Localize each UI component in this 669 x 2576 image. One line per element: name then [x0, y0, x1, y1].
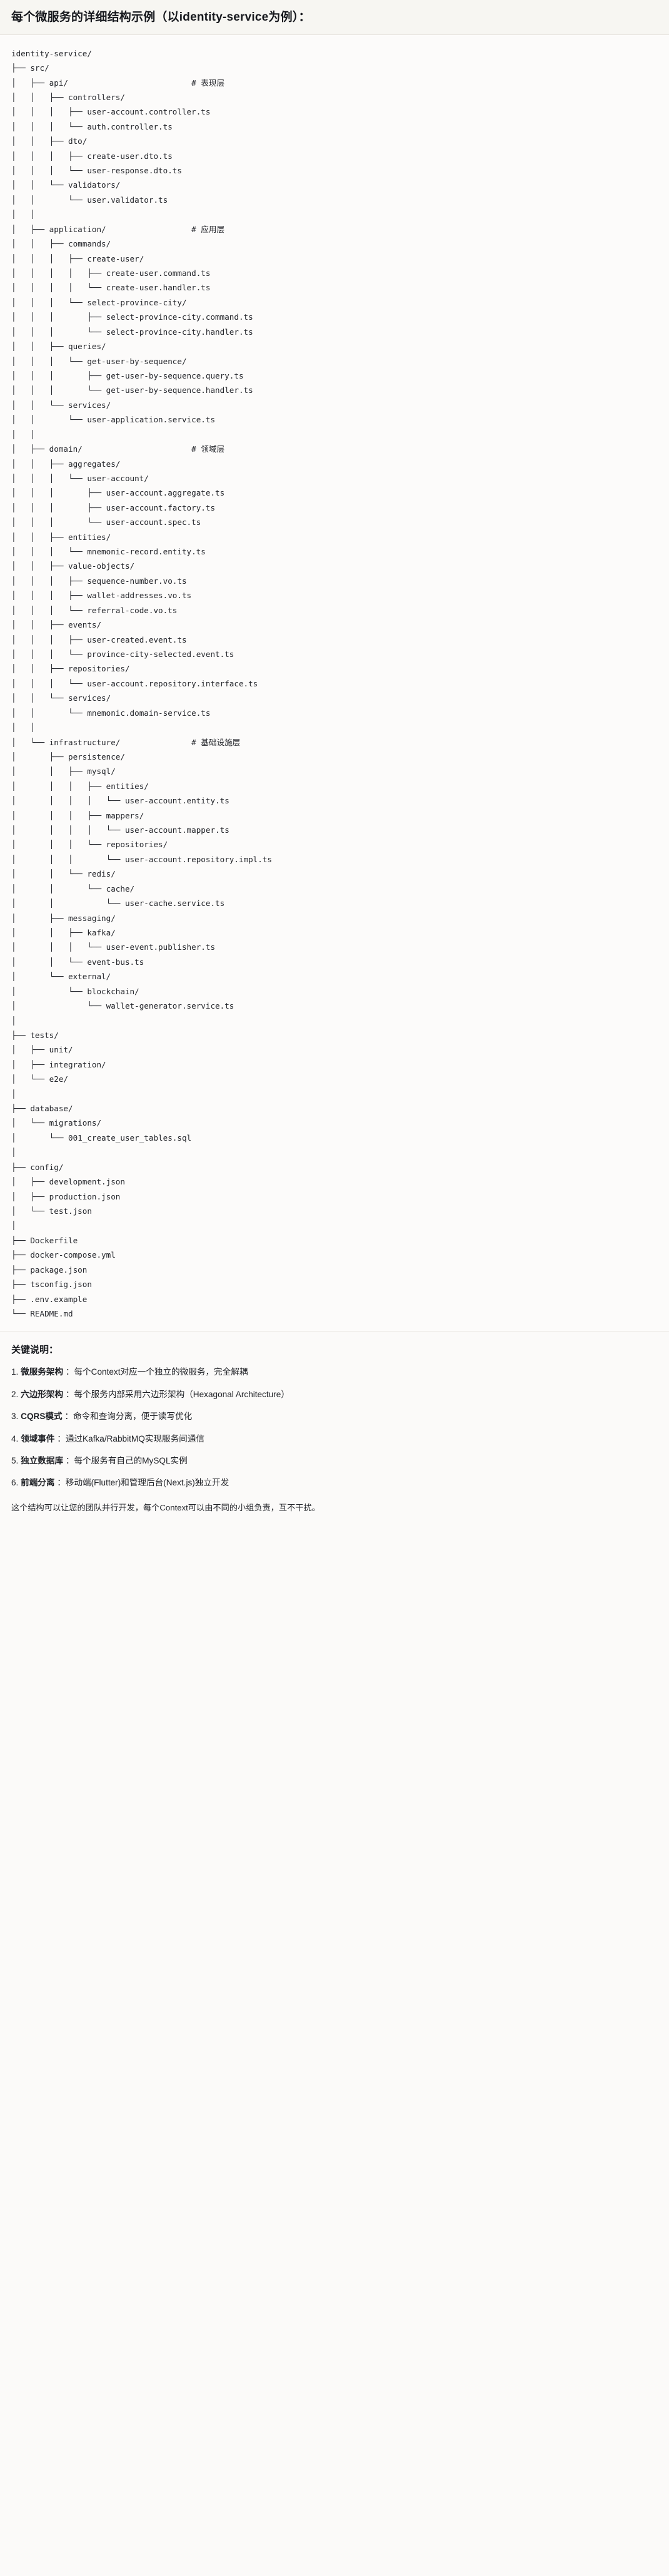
- list-item: 2. 六边形架构 ：每个服务内部采用六边形架构（Hexagonal Archit…: [11, 1388, 658, 1401]
- note-index: 5.: [11, 1455, 19, 1465]
- closing-paragraph: 这个结构可以让您的团队并行开发，每个Context可以由不同的小组负责，互不干扰…: [11, 1502, 320, 1512]
- key-notes-list: 1. 微服务架构 ：每个Context对应一个独立的微服务，完全解耦 2. 六边…: [11, 1366, 658, 1489]
- list-item: 6. 前端分离 ：移动端(Flutter)和管理后台(Next.js)独立开发: [11, 1477, 658, 1489]
- directory-tree-block: identity-service/ ├── src/ │ ├── api/ # …: [0, 34, 669, 1332]
- note-term: 微服务架构: [21, 1367, 64, 1377]
- list-item: 1. 微服务架构 ：每个Context对应一个独立的微服务，完全解耦: [11, 1366, 658, 1378]
- note-term: CQRS模式: [21, 1412, 63, 1422]
- note-term: 独立数据库: [21, 1455, 64, 1465]
- note-index: 3.: [11, 1412, 19, 1422]
- note-index: 1.: [11, 1367, 19, 1377]
- key-notes-section: 关键说明： 1. 微服务架构 ：每个Context对应一个独立的微服务，完全解耦…: [0, 1331, 669, 1528]
- list-item: 3. CQRS模式 ：命令和查询分离，便于读写优化: [11, 1410, 658, 1423]
- page-title: 每个微服务的详细结构示例（以identity-service为例）：: [11, 11, 311, 24]
- note-index: 6.: [11, 1478, 19, 1488]
- note-index: 2.: [11, 1389, 19, 1399]
- page-header: 每个微服务的详细结构示例（以identity-service为例）：: [0, 0, 669, 35]
- note-desc: ：命令和查询分离，便于读写优化: [64, 1412, 193, 1422]
- directory-tree-text: identity-service/ ├── src/ │ ├── api/ # …: [11, 48, 273, 1318]
- note-desc: ：移动端(Flutter)和管理后台(Next.js)独立开发: [57, 1478, 229, 1488]
- note-desc: ：每个Context对应一个独立的微服务，完全解耦: [65, 1367, 248, 1377]
- note-index: 4.: [11, 1433, 19, 1443]
- note-term: 六边形架构: [21, 1389, 64, 1399]
- note-desc: ：每个服务内部采用六边形架构（Hexagonal Architecture）: [65, 1389, 289, 1399]
- note-term: 领域事件: [21, 1433, 55, 1443]
- note-desc: ：通过Kafka/RabbitMQ实现服务间通信: [57, 1433, 204, 1443]
- note-desc: ：每个服务有自己的MySQL实例: [65, 1455, 188, 1465]
- key-notes-heading: 关键说明：: [11, 1345, 59, 1356]
- page-root: 每个微服务的详细结构示例（以identity-service为例）： ident…: [0, 0, 669, 1528]
- list-item: 5. 独立数据库 ：每个服务有自己的MySQL实例: [11, 1455, 658, 1467]
- list-item: 4. 领域事件 ：通过Kafka/RabbitMQ实现服务间通信: [11, 1433, 658, 1445]
- note-term: 前端分离: [21, 1478, 55, 1488]
